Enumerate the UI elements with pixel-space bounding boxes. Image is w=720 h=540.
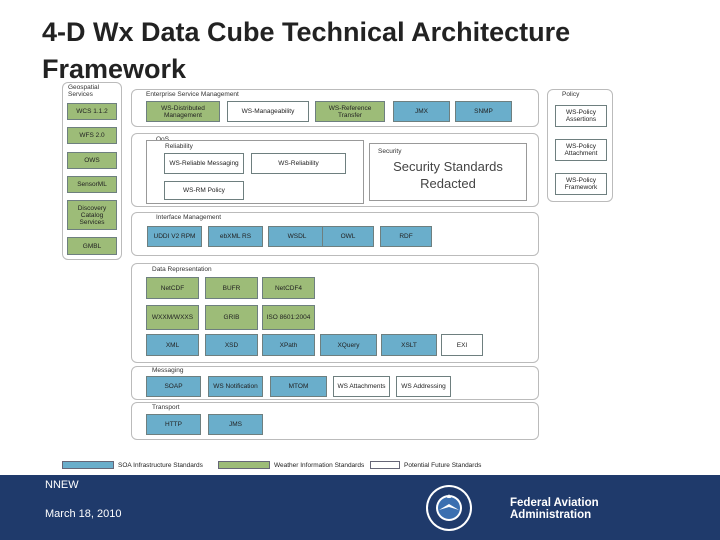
footer-org: NNEW bbox=[45, 479, 79, 491]
ws-notification-box: WS Notification bbox=[208, 376, 263, 397]
wfs-box: WFS 2.0 bbox=[67, 127, 117, 144]
xsd-box: XSD bbox=[205, 334, 258, 356]
discovery-catalog-box: Discovery Catalog Services bbox=[67, 200, 117, 230]
policy-label: Policy bbox=[562, 91, 580, 98]
ws-rm-policy-box: WS-RM Policy bbox=[164, 181, 244, 200]
bufr-box: BUFR bbox=[205, 277, 258, 299]
ws-policy-framework-box: WS-Policy Framework bbox=[555, 173, 607, 195]
faa-seal-icon bbox=[426, 485, 472, 531]
ws-reference-transfer-box: WS-Reference Transfer bbox=[315, 101, 385, 122]
geospatial-services-label: Geospatial Services bbox=[68, 84, 100, 98]
qos-label: QoS bbox=[156, 136, 169, 143]
security-label: Security bbox=[378, 148, 402, 155]
exi-box: EXI bbox=[441, 334, 483, 356]
faa-name-line1: Federal Aviation bbox=[510, 497, 599, 509]
ws-distributed-management-box: WS-Distributed Management bbox=[146, 101, 220, 122]
reliability-label: Reliability bbox=[165, 143, 193, 150]
soap-box: SOAP bbox=[146, 376, 201, 397]
grib-box: GRIB bbox=[205, 305, 258, 330]
netcdf-box: NetCDF bbox=[146, 277, 199, 299]
ws-policy-assertions-box: WS-Policy Assertions bbox=[555, 105, 607, 127]
policy-panel: Policy WS-Policy Assertions WS-Policy At… bbox=[547, 89, 613, 202]
footer-bar: NNEW March 18, 2010 Federal Aviation Adm… bbox=[0, 475, 720, 540]
owl-box: OWL bbox=[322, 226, 374, 247]
xpath-box: XPath bbox=[262, 334, 315, 356]
interface-management-panel: Interface Management UDDI V2 RPM ebXML R… bbox=[131, 212, 539, 256]
iso-8601-box: ISO 8601:2004 bbox=[262, 305, 315, 330]
gmbl-box: GMBL bbox=[67, 237, 117, 255]
data-representation-panel: Data Representation NetCDF BUFR NetCDF4 … bbox=[131, 263, 539, 363]
wxxm-wxxs-box: WXXM/WXXS bbox=[146, 305, 199, 330]
xslt-box: XSLT bbox=[381, 334, 437, 356]
sensorml-box: SensorML bbox=[67, 176, 117, 193]
ws-reliability-box: WS-Reliability bbox=[251, 153, 346, 174]
legend: SOA Infrastructure Standards Weather Inf… bbox=[0, 461, 720, 470]
legend-label-soa: SOA Infrastructure Standards bbox=[118, 462, 203, 469]
legend-swatch-future bbox=[370, 461, 400, 469]
snmp-box: SNMP bbox=[455, 101, 512, 122]
netcdf4-box: NetCDF4 bbox=[262, 277, 315, 299]
legend-label-wx: Weather Information Standards bbox=[274, 462, 365, 469]
ws-reliable-messaging-box: WS-Reliable Messaging bbox=[164, 153, 244, 174]
enterprise-service-management-panel: Enterprise Service Management WS-Distrib… bbox=[131, 89, 539, 127]
mtom-box: MTOM bbox=[270, 376, 327, 397]
enterprise-service-management-label: Enterprise Service Management bbox=[146, 91, 239, 98]
wsdl-box: WSDL bbox=[268, 226, 326, 247]
ws-addressing-box: WS Addressing bbox=[396, 376, 451, 397]
legend-label-future: Potential Future Standards bbox=[404, 462, 482, 469]
messaging-label: Messaging bbox=[152, 367, 184, 374]
architecture-diagram: Geospatial Services WCS 1.1.2 WFS 2.0 OW… bbox=[0, 82, 720, 470]
legend-swatch-soa bbox=[62, 461, 114, 469]
xml-box: XML bbox=[146, 334, 199, 356]
security-panel: Security Security Standards Redacted bbox=[369, 143, 527, 201]
http-box: HTTP bbox=[146, 414, 201, 435]
ws-policy-attachment-box: WS-Policy Attachment bbox=[555, 139, 607, 161]
data-representation-label: Data Representation bbox=[152, 266, 212, 273]
qos-panel: QoS Reliability WS-Reliable Messaging WS… bbox=[131, 133, 539, 207]
ebxml-rs-box: ebXML RS bbox=[208, 226, 263, 247]
legend-swatch-wx bbox=[218, 461, 270, 469]
uddi-box: UDDI V2 RPM bbox=[147, 226, 202, 247]
jmx-box: JMX bbox=[393, 101, 450, 122]
ws-attachments-box: WS Attachments bbox=[333, 376, 390, 397]
ws-manageability-box: WS-Manageability bbox=[227, 101, 309, 122]
interface-management-label: Interface Management bbox=[156, 214, 222, 221]
faa-name-line2: Administration bbox=[510, 509, 592, 521]
jms-box: JMS bbox=[208, 414, 263, 435]
ows-box: OWS bbox=[67, 152, 117, 169]
messaging-panel: Messaging SOAP WS Notification MTOM WS A… bbox=[131, 366, 539, 400]
rdf-box: RDF bbox=[380, 226, 432, 247]
transport-panel: Transport HTTP JMS bbox=[131, 402, 539, 440]
faa-name: Federal Aviation Administration bbox=[510, 497, 599, 521]
geospatial-services-panel: Geospatial Services WCS 1.1.2 WFS 2.0 OW… bbox=[62, 82, 122, 260]
wcs-box: WCS 1.1.2 bbox=[67, 103, 117, 120]
xquery-box: XQuery bbox=[320, 334, 377, 356]
transport-label: Transport bbox=[152, 404, 180, 411]
footer-date: March 18, 2010 bbox=[45, 508, 122, 520]
security-redacted-line1: Security Standards bbox=[393, 159, 503, 174]
reliability-panel: Reliability WS-Reliable Messaging WS-Rel… bbox=[146, 140, 364, 204]
security-redacted-line2: Redacted bbox=[420, 176, 476, 191]
slide-title: 4-D Wx Data Cube Technical Architecture … bbox=[42, 17, 571, 84]
